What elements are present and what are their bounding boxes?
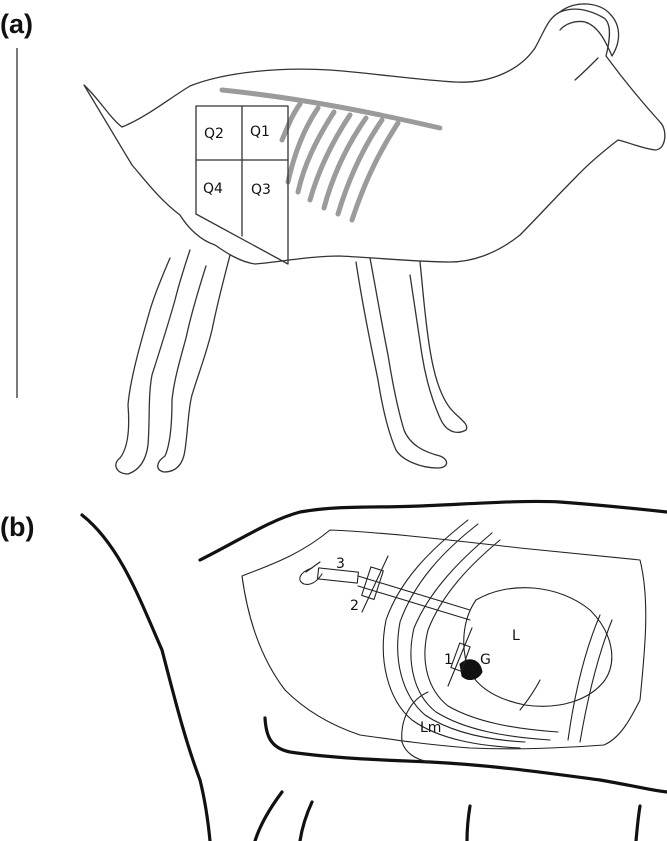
leg-edge-4 bbox=[636, 806, 640, 841]
goat-front-leg-far bbox=[410, 262, 467, 432]
goat-rear-leg-near bbox=[158, 255, 230, 472]
panel-a: (a) bbox=[0, 4, 665, 474]
panel-b-label: (b) bbox=[0, 512, 34, 542]
rib-strip-3-inner bbox=[580, 620, 612, 742]
label-l: L bbox=[512, 628, 520, 644]
rib-strip-2-outer bbox=[411, 533, 550, 740]
quadrant-q4-label: Q4 bbox=[203, 181, 223, 197]
leg-edge-3 bbox=[467, 806, 470, 841]
label-1: 1 bbox=[444, 652, 453, 668]
label-3: 3 bbox=[336, 556, 345, 572]
body-outline-belly bbox=[265, 718, 667, 792]
rib-1 bbox=[282, 104, 300, 140]
goat-ear bbox=[575, 58, 598, 80]
label-2: 2 bbox=[350, 598, 359, 614]
rib-strip-2-inner bbox=[425, 540, 558, 732]
leg-edge-2 bbox=[300, 802, 312, 841]
body-outline-back bbox=[200, 501, 667, 560]
rib-cage bbox=[222, 90, 440, 220]
label-g: G bbox=[480, 652, 491, 668]
quadrant-q1-label: Q1 bbox=[250, 124, 270, 140]
spine-line bbox=[222, 90, 440, 128]
panel-a-label: (a) bbox=[0, 9, 33, 39]
leg-edge-1 bbox=[255, 792, 282, 841]
rib-strip-1-outer bbox=[383, 520, 520, 748]
gallbladder-dark bbox=[460, 660, 482, 680]
goat-outline bbox=[84, 4, 665, 474]
instrument-shaft-bottom bbox=[358, 586, 470, 620]
quadrant-grid: Q2 Q1 Q4 Q3 bbox=[196, 106, 288, 264]
rib-strip-1-inner bbox=[398, 524, 525, 742]
quadrant-q2-label: Q2 bbox=[204, 126, 224, 142]
rib-7 bbox=[352, 123, 398, 220]
goat-rear-leg-far bbox=[116, 250, 190, 474]
body-outline-top bbox=[82, 515, 210, 841]
panel-b: (b) bbox=[0, 501, 667, 841]
quadrant-q3-label: Q3 bbox=[251, 182, 271, 198]
goat-body-outline bbox=[84, 9, 665, 264]
liver-outline bbox=[464, 588, 612, 707]
label-lm: Lm bbox=[420, 720, 441, 736]
instrument-shaft-top bbox=[358, 576, 470, 610]
